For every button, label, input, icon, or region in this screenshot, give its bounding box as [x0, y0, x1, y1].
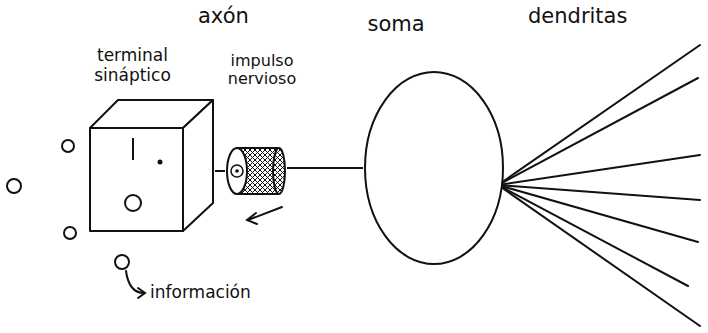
cylinder-outline — [225, 145, 287, 197]
axon-line — [215, 171, 225, 172]
node-heading: terminal sináptico — [80, 46, 185, 85]
dendrite-line — [498, 185, 688, 286]
soma-circle-shape — [363, 69, 505, 267]
part-label: dendritas — [528, 4, 627, 28]
axon-line — [287, 168, 363, 169]
dendrite-line — [498, 155, 700, 185]
dendrite-line — [498, 185, 700, 200]
impulse-arrow — [248, 207, 282, 220]
vesicle-circle — [64, 227, 76, 239]
dendrite-line — [498, 185, 700, 326]
axon-cylinder-shape — [225, 145, 287, 197]
note-label: información — [150, 282, 251, 302]
soma-circle: soma — [356, 12, 512, 274]
dendrite-line — [498, 78, 698, 185]
axon-cylinder: impulso nervioso — [218, 52, 310, 202]
dendrite-line — [498, 45, 700, 185]
terminal-box: terminal sináptico — [80, 46, 230, 236]
node-heading: soma — [356, 12, 436, 36]
arrow-head — [247, 213, 257, 224]
box-outline — [88, 98, 215, 233]
vesicle-circle — [115, 255, 129, 269]
node-heading: impulso nervioso — [218, 52, 306, 89]
vesicle-circle — [7, 179, 21, 193]
terminal-box-shape — [88, 98, 215, 233]
dendrite-line — [498, 185, 698, 242]
vesicle-circle — [62, 140, 74, 152]
soma-outline — [363, 69, 505, 267]
arrow-head — [138, 288, 145, 298]
part-label: axón — [198, 4, 249, 28]
